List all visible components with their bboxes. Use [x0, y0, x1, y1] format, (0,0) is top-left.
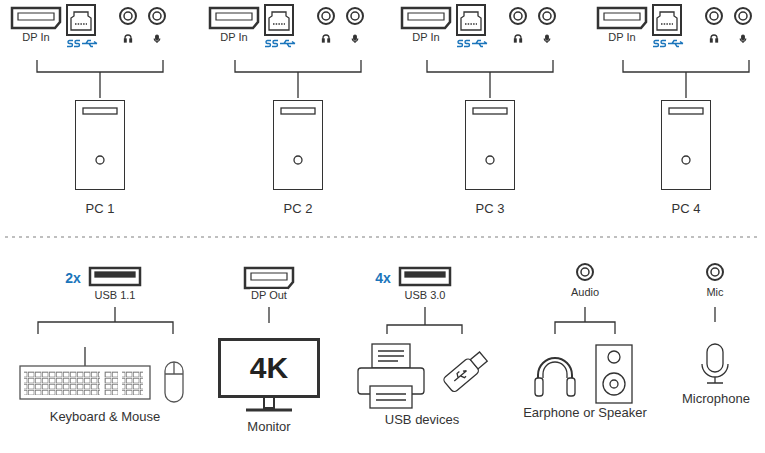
port-label: Earphone or Speaker [522, 406, 648, 421]
drawing-part [12, 5, 165, 164]
node-label: Monitor [247, 419, 290, 434]
quantity-label: 2x [64, 270, 82, 286]
drawing-part [376, 394, 406, 400]
resolution-text: 4K [250, 351, 288, 385]
drawing-part [268, 307, 269, 323]
port-label: DP In [21, 31, 50, 44]
drawing-part [400, 268, 450, 285]
drawing-part [598, 5, 751, 164]
drawing-part [245, 268, 293, 288]
drawing-part [707, 344, 723, 372]
pc-tower: PC 4 [661, 100, 711, 190]
port-label: USB 1.1 [94, 289, 137, 302]
drawing-part [24, 371, 100, 395]
drawing-part [535, 378, 543, 396]
node-label: PC 4 [672, 201, 701, 216]
drawing-part [38, 307, 173, 334]
drawing-part [246, 409, 292, 412]
node-label: PC 1 [86, 201, 115, 216]
drawing-part [20, 366, 150, 399]
drawing-part [122, 371, 143, 395]
drawing-part [608, 351, 620, 363]
port-label: Microphone [681, 392, 751, 407]
drawing-part [596, 345, 632, 403]
drawing-part [378, 351, 404, 361]
drawing-part [610, 380, 618, 388]
usb-devices-group [358, 268, 489, 408]
drawing-part [387, 307, 462, 334]
drawing-part [702, 364, 728, 383]
node-label: PC 3 [476, 201, 505, 216]
port-label: Keyboard & Mouse [49, 410, 162, 425]
drawing-part [210, 5, 363, 164]
keyboard-mouse-group [20, 268, 183, 402]
drawing-part [370, 386, 412, 408]
quantity-label: 4x [374, 270, 392, 286]
drawing-part [707, 264, 723, 280]
drawing-part [577, 264, 593, 280]
audio-group [535, 264, 632, 403]
port-label: DP Out [250, 289, 288, 302]
drawing-part [555, 307, 615, 334]
pc-tower: PC 2 [273, 100, 323, 190]
drawing-part [264, 398, 274, 408]
drawing-part [603, 373, 625, 395]
drawing-part [84, 347, 85, 366]
drawing-part [714, 307, 715, 322]
drawing-part [372, 344, 410, 368]
pc-tower: PC 3 [465, 100, 515, 190]
port-label: USB 3.0 [404, 289, 447, 302]
drawing-part [567, 378, 575, 396]
drawing-part [470, 352, 487, 369]
microphone-group [702, 264, 728, 383]
port-label: USB devices [384, 413, 460, 428]
pc-tower: PC 1 [75, 100, 125, 190]
separator-line [5, 236, 760, 237]
port-label: DP In [607, 31, 636, 44]
drawing-part [90, 268, 140, 285]
port-label: DP In [411, 31, 440, 44]
pc-port-group [12, 5, 751, 164]
drawing-part [452, 368, 469, 384]
node-label: PC 2 [284, 201, 313, 216]
drawing-part [543, 362, 567, 378]
port-label: Audio [570, 286, 600, 299]
drawing-part [165, 362, 183, 402]
drawing-part [442, 350, 489, 393]
port-label: DP In [219, 31, 248, 44]
drawing-part [104, 371, 118, 395]
monitor-box: 4KMonitor [218, 338, 320, 398]
drawing-part [402, 5, 555, 164]
port-label: Mic [705, 286, 724, 299]
drawing-part [165, 362, 183, 374]
